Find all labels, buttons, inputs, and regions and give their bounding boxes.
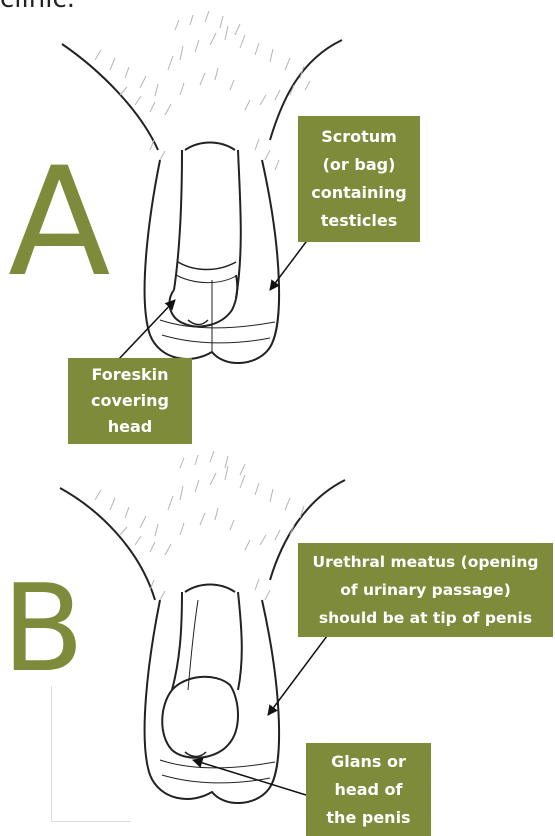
arrow-meatus-b <box>268 632 330 715</box>
panel-letter-a: A <box>8 148 111 298</box>
arrow-glans-b <box>193 760 306 795</box>
label-line: head <box>68 414 192 440</box>
faint-border-line <box>51 821 131 822</box>
label-foreskin: Foreskin covering head <box>68 358 192 444</box>
panel-letter-b: B <box>2 570 84 690</box>
label-line: Foreskin <box>68 362 192 388</box>
label-urethral-meatus: Urethral meatus (opening of urinary pass… <box>298 543 553 637</box>
arrow-foreskin-a <box>118 300 175 360</box>
label-line: containing <box>298 179 420 207</box>
label-line: testicles <box>298 207 420 235</box>
label-line: the penis <box>306 804 431 832</box>
label-line: (or bag) <box>298 151 420 179</box>
label-glans: Glans or head of the penis <box>306 743 431 836</box>
label-line: Glans or <box>306 748 431 776</box>
label-line: head of <box>306 776 431 804</box>
label-line: of urinary passage) <box>298 576 553 604</box>
faint-border-line <box>51 686 52 822</box>
label-scrotum: Scrotum (or bag) containing testicles <box>298 116 420 242</box>
label-line: Urethral meatus (opening <box>298 548 553 576</box>
label-line: Scrotum <box>298 123 420 151</box>
label-line: covering <box>68 388 192 414</box>
label-line: should be at tip of penis <box>298 604 553 632</box>
